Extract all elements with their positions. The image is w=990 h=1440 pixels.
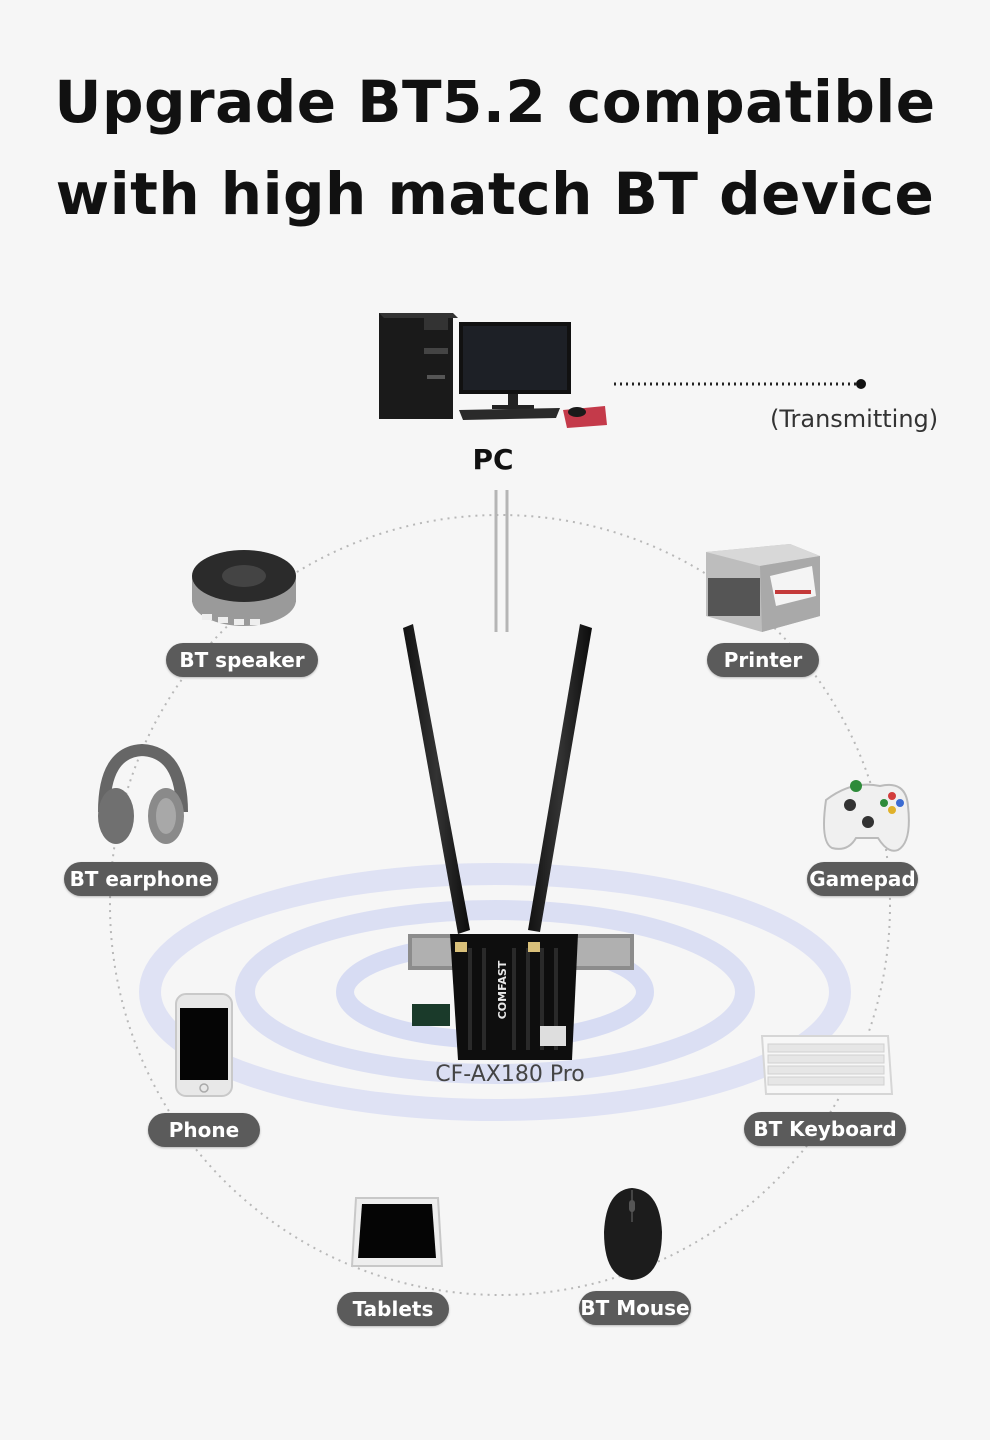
earphone-icon <box>98 743 188 844</box>
label-bt-speaker: BT speaker <box>166 643 318 677</box>
keyboard-icon <box>760 1035 894 1095</box>
label-bt-keyboard: BT Keyboard <box>744 1112 906 1146</box>
transmit-line <box>614 379 866 389</box>
printer-icon <box>706 544 820 632</box>
network-card-image <box>403 624 634 1060</box>
gamepad-icon <box>823 780 910 852</box>
speaker-icon <box>192 550 296 626</box>
pc-connection-lines <box>494 490 509 632</box>
label-tablets: Tablets <box>337 1292 449 1326</box>
headline-line-2: with high match BT device <box>55 160 935 228</box>
label-bt-earphone: BT earphone <box>64 862 218 896</box>
mouse-icon <box>604 1188 662 1280</box>
transmitting-label: (Transmitting) <box>770 405 939 433</box>
label-bt-mouse: BT Mouse <box>579 1291 691 1325</box>
label-gamepad: Gamepad <box>807 862 918 896</box>
connection-circle <box>109 514 891 1296</box>
phone-icon <box>175 993 233 1097</box>
headline-line-1: Upgrade BT5.2 compatible <box>54 68 936 136</box>
label-printer: Printer <box>707 643 819 677</box>
card-brand-text: COMFAST <box>496 960 509 1019</box>
label-phone: Phone <box>148 1113 260 1147</box>
headline: Upgrade BT5.2 compatible with high match… <box>0 56 990 240</box>
pc-label: PC <box>472 443 514 476</box>
model-label: CF-AX180 Pro <box>435 1062 585 1087</box>
tablet-icon <box>350 1197 444 1267</box>
pc-icon <box>379 313 607 428</box>
